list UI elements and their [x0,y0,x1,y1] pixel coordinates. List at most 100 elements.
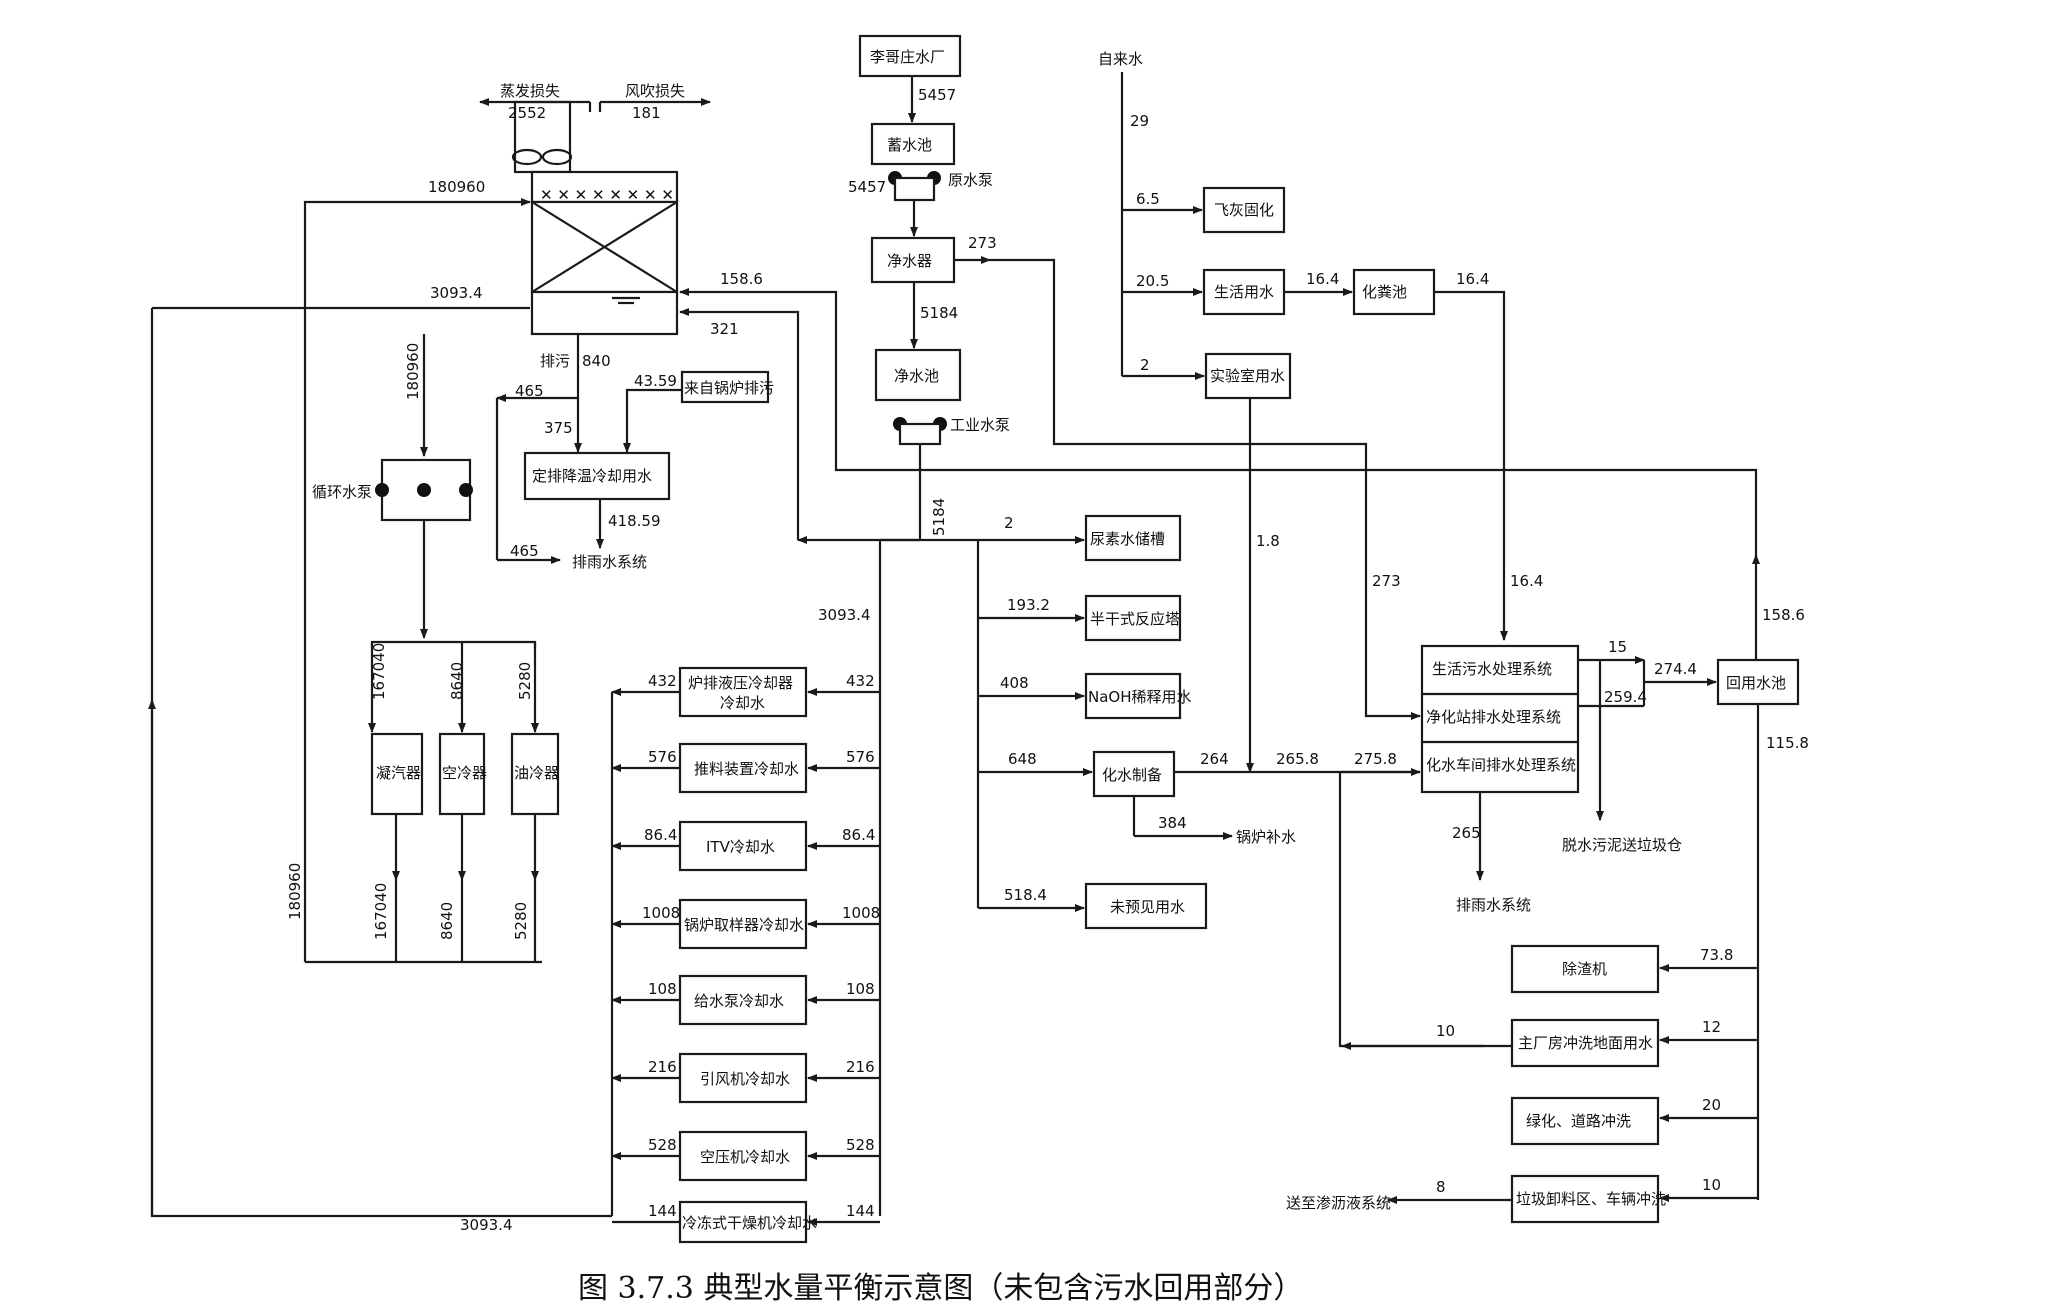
svg-text:180960: 180960 [404,343,422,400]
svg-text:86.4: 86.4 [842,826,875,844]
svg-text:凝汽器: 凝汽器 [376,764,421,782]
svg-text:6.5: 6.5 [1136,190,1160,208]
svg-text:8640: 8640 [448,662,466,700]
svg-text:265.8: 265.8 [1276,750,1319,768]
svg-text:15: 15 [1608,638,1627,656]
svg-text:尿素水储槽: 尿素水储槽 [1090,530,1165,548]
svg-text:648: 648 [1008,750,1037,768]
tap-water-chain: 自来水 29 6.5 飞灰固化 20.5 生活用水 16.4 化粪池 16.4 … [1098,50,1543,773]
svg-text:化水制备: 化水制备 [1102,766,1162,784]
svg-text:净水器: 净水器 [887,252,932,270]
svg-text:465: 465 [510,542,539,560]
svg-text:化水车间排水处理系统: 化水车间排水处理系统 [1426,756,1576,774]
svg-text:29: 29 [1130,112,1149,130]
svg-text:20.5: 20.5 [1136,272,1169,290]
line-3093-4-top: 3093.4 [152,284,530,310]
svg-text:未预见用水: 未预见用水 [1110,898,1185,916]
svg-text:送至渗沥液系统: 送至渗沥液系统 [1286,1194,1391,1212]
svg-text:16.4: 16.4 [1456,270,1489,288]
svg-text:油冷器: 油冷器 [514,764,559,782]
svg-text:排雨水系统: 排雨水系统 [572,553,647,571]
svg-text:绿化、道路冲洗: 绿化、道路冲洗 [1526,1112,1631,1130]
svg-text:375: 375 [544,419,573,437]
svg-text:180960: 180960 [286,863,304,920]
svg-text:锅炉取样器冷却水: 锅炉取样器冷却水 [684,916,804,934]
svg-text:274.4: 274.4 [1654,660,1697,678]
svg-text:5184: 5184 [920,304,958,322]
blowdown-branch: 排污 840 465 465 375 来自锅炉排污 43.59 定排降温冷却用水… [495,334,774,571]
cooling-consumers: 炉排液压冷却器 冷却水 432 432 推料装置冷却水 576 576 ITV冷… [610,666,880,1244]
reuse-consumers: 除渣机 73.8 主厂房冲洗地面用水 12 10 绿化、道路冲洗 20 垃圾卸料… [1286,944,1758,1224]
svg-text:108: 108 [846,980,875,998]
svg-text:16.4: 16.4 [1306,270,1339,288]
svg-text:144: 144 [846,1202,875,1220]
svg-text:840: 840 [582,352,611,370]
svg-text:216: 216 [648,1058,677,1076]
svg-text:10: 10 [1702,1176,1721,1194]
svg-text:生活污水处理系统: 生活污水处理系统 [1432,660,1552,678]
svg-text:273: 273 [1372,572,1401,590]
svg-text:576: 576 [648,748,677,766]
svg-text:蓄水池: 蓄水池 [887,136,932,154]
windage-loss-label: 风吹损失 [625,82,685,100]
svg-text:408: 408 [1000,674,1029,692]
svg-text:216: 216 [846,1058,875,1076]
distribution-bus: 321 2 3093.4 193.2 408 648 518.4 [679,308,1093,1216]
svg-text:193.2: 193.2 [1007,596,1050,614]
svg-text:引风机冷却水: 引风机冷却水 [700,1070,790,1088]
svg-text:167040: 167040 [370,643,388,700]
svg-text:5457: 5457 [918,86,956,104]
svg-text:脱水污泥送垃圾仓: 脱水污泥送垃圾仓 [1562,836,1682,854]
source-chain: 李哥庄水厂 5457 蓄水池 5457 原水泵 净水器 5184 净水池 工业水… [848,34,1010,540]
svg-text:实验室用水: 实验室用水 [1210,367,1285,385]
svg-text:ITV冷却水: ITV冷却水 [706,838,775,856]
flow-2552: 2552 [508,104,546,122]
svg-text:除渣机: 除渣机 [1562,960,1607,978]
svg-text:锅炉补水: 锅炉补水 [1236,828,1296,846]
svg-text:144: 144 [648,1202,677,1220]
svg-text:5280: 5280 [516,662,534,700]
svg-text:回用水池: 回用水池 [1726,674,1786,692]
svg-text:推料装置冷却水: 推料装置冷却水 [694,760,799,778]
svg-text:8640: 8640 [438,902,456,940]
svg-text:炉排液压冷却器: 炉排液压冷却器 [688,674,793,692]
windage-loss-arrow: 风吹损失 181 [598,82,711,122]
svg-text:自来水: 自来水 [1098,50,1143,68]
svg-text:空冷器: 空冷器 [442,764,487,782]
svg-text:给水泵冷却水: 给水泵冷却水 [694,992,784,1010]
svg-text:73.8: 73.8 [1700,946,1733,964]
line-273: 273 273 [954,234,1421,720]
svg-text:115.8: 115.8 [1766,734,1809,752]
svg-text:158.6: 158.6 [720,270,763,288]
svg-text:空压机冷却水: 空压机冷却水 [700,1148,790,1166]
evaporation-loss-label: 蒸发损失 [500,82,560,100]
svg-text:李哥庄水厂: 李哥庄水厂 [870,48,945,66]
cooling-tower: ✕ ✕ ✕ ✕ ✕ ✕ ✕ ✕ [511,100,679,336]
svg-text:518.4: 518.4 [1004,886,1047,904]
svg-text:3093.4: 3093.4 [818,606,871,624]
svg-text:528: 528 [648,1136,677,1154]
svg-text:167040: 167040 [372,883,390,940]
svg-text:主厂房冲洗地面用水: 主厂房冲洗地面用水 [1518,1034,1653,1052]
svg-text:1.8: 1.8 [1256,532,1280,550]
svg-text:飞灰固化: 飞灰固化 [1214,201,1274,219]
svg-text:528: 528 [846,1136,875,1154]
svg-text:冷冻式干燥机冷却水: 冷冻式干燥机冷却水 [682,1214,817,1232]
svg-text:432: 432 [648,672,677,690]
svg-text:8: 8 [1436,1178,1446,1196]
svg-text:158.6: 158.6 [1762,606,1805,624]
svg-text:265: 265 [1452,824,1481,842]
svg-text:5184: 5184 [930,498,948,536]
svg-text:化粪池: 化粪池 [1362,283,1407,301]
svg-text:180960: 180960 [428,178,485,196]
condenser-boxes: 凝汽器 空冷器 油冷器 167040 8640 5280 [370,732,560,962]
svg-text:5280: 5280 [512,902,530,940]
svg-text:1008: 1008 [642,904,680,922]
bus-consumers: 尿素水储槽 半干式反应塔 NaOH稀释用水 化水制备 384 锅炉补水 未预见用… [1084,514,1420,930]
evaporation-loss-arrow: 蒸发损失 2552 [479,82,592,122]
svg-text:275.8: 275.8 [1354,750,1397,768]
reuse-return-line: 158.6 158.6 [679,270,1805,660]
svg-text:3093.4: 3093.4 [430,284,483,302]
svg-text:生活用水: 生活用水 [1214,283,1274,301]
